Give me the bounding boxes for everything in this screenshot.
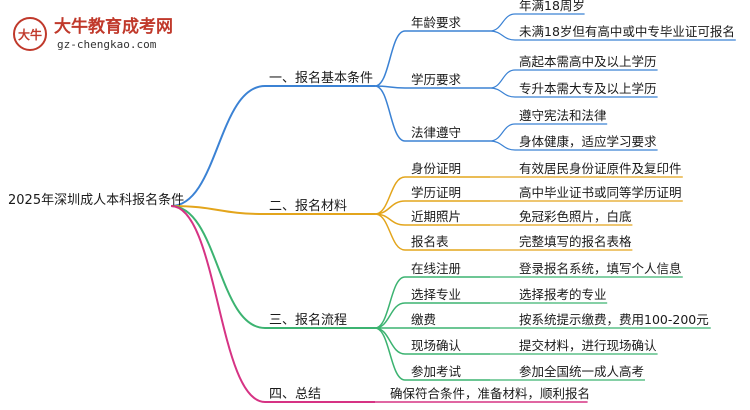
connector [374,85,406,89]
connector [374,276,406,329]
connector [489,13,516,32]
topic-label: 近期照片 [411,209,461,224]
connector [170,205,266,215]
logo-mark-text: 大牛 [18,27,42,42]
connector [170,205,266,403]
leaf-label: 有效居民身份证原件及复印件 [519,161,682,176]
connector [374,30,406,87]
leaf-label: 年满18周岁 [519,0,585,13]
leaf-label: 选择报考的专业 [519,287,607,302]
topic-label: 参加考试 [411,364,462,379]
connector [374,85,406,142]
connector [374,327,406,355]
connector [170,85,266,207]
topic-label: 现场确认 [411,338,462,353]
topic-label: 法律遵守 [411,125,461,140]
connector [489,140,516,151]
logo-url: gz-chengkao.com [57,38,157,51]
topic-label: 学历要求 [411,72,462,87]
topic-label: 选择专业 [411,287,461,302]
topic-label: 缴费 [411,312,436,327]
connector [374,327,406,381]
connector [489,87,516,98]
logo-title: 大牛教育成考网 [54,16,173,37]
leaf-label: 提交材料，进行现场确认 [519,338,657,353]
leaf-label: 免冠彩色照片，白底 [519,209,632,224]
leaf-label: 高中毕业证书或同等学历证明 [519,185,682,200]
connector [489,30,516,41]
leaf-label: 参加全国统一成人高考 [519,364,644,379]
topic-label: 学历证明 [411,185,461,200]
leaf-label: 未满18岁但有高中或中专毕业证可报名 [519,24,735,39]
branch-4-label: 四、总结 [269,387,321,402]
topic-label: 年龄要求 [411,15,462,30]
topic-label: 报名表 [411,234,449,249]
leaf-label: 登录报名系统，填写个人信息 [519,261,682,276]
leaf-label: 高起本需高中及以上学历 [519,54,657,69]
connector [170,205,266,329]
summary-text: 确保符合条件，准备材料，顺利报名 [390,386,590,401]
leaf-label: 遵守宪法和法律 [519,108,607,123]
leaf-label: 完整填写的报名表格 [519,234,632,249]
branch-1-label: 一、报名基本条件 [269,70,373,86]
topic-label: 在线注册 [411,261,461,276]
branch-3-label: 三、报名流程 [269,312,347,328]
connector [374,213,406,251]
leaf-label: 专升本需大专及以上学历 [519,81,657,96]
logo: 大牛 大牛教育成考网 gz-chengkao.com [13,16,173,51]
branch-2-label: 二、报名材料 [269,198,347,214]
leaf-label: 按系统提示缴费，费用100-200元 [519,312,709,327]
leaf-label: 身体健康，适应学习要求 [519,134,657,149]
connector [489,123,516,142]
root-topic: 2025年深圳成人本科报名条件 [8,192,184,208]
connector [374,302,406,329]
topic-label: 身份证明 [411,161,461,176]
connector [489,69,516,89]
logo-mark-icon [13,17,47,51]
